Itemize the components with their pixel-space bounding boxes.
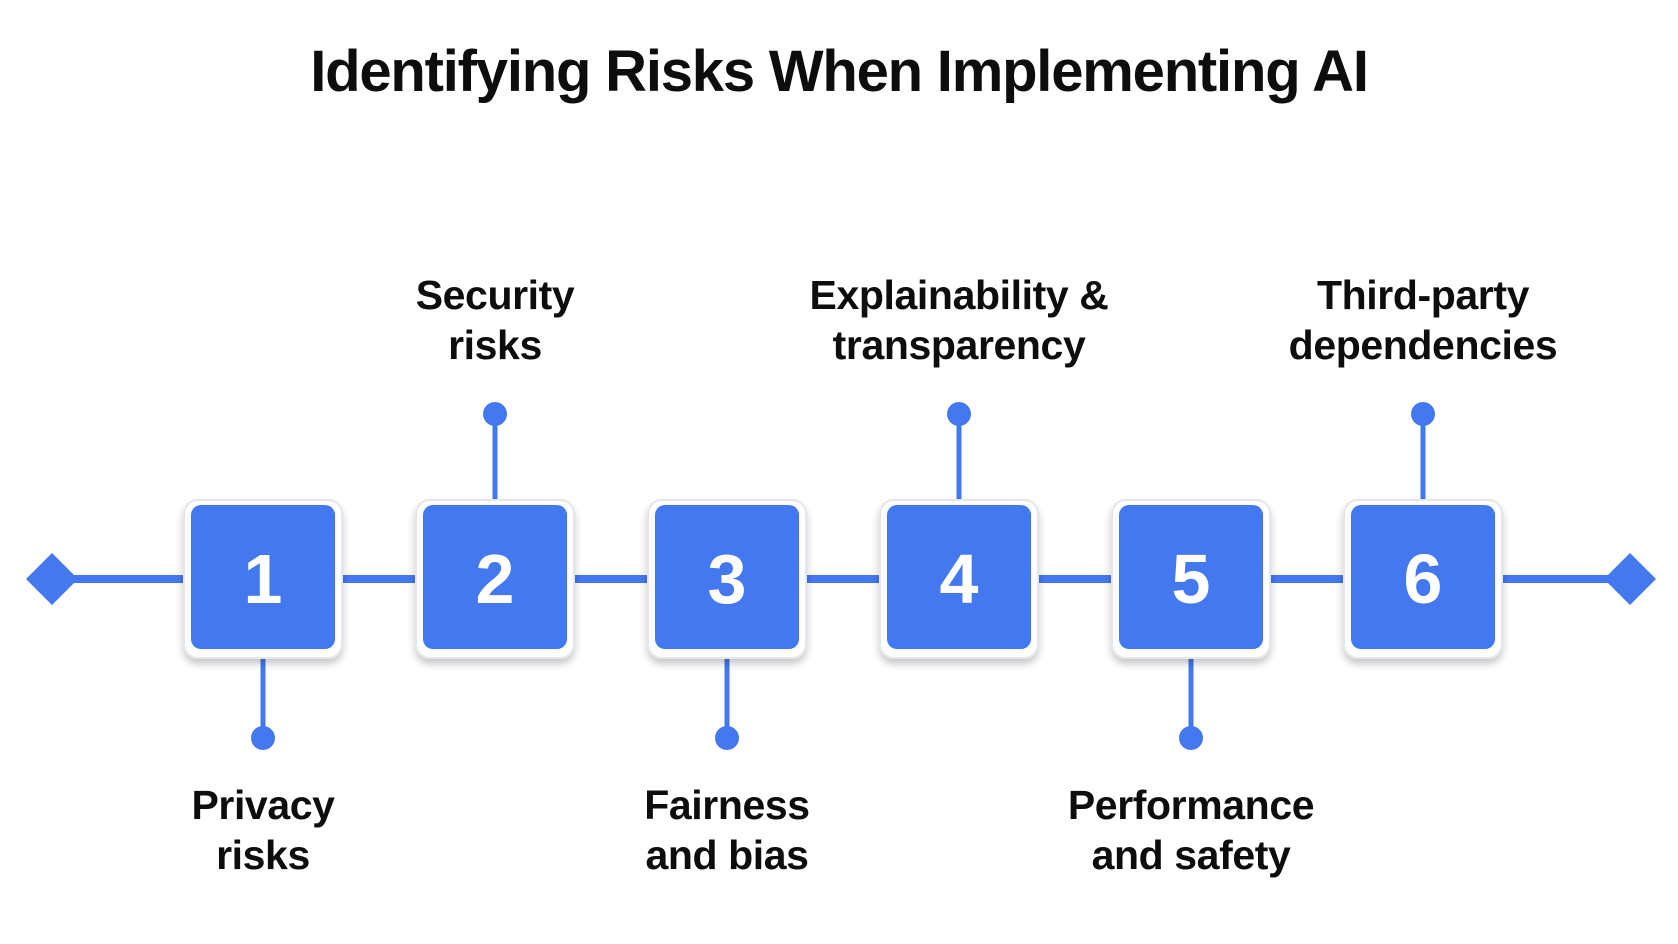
connector-dot-icon — [483, 402, 507, 426]
step-box — [1119, 505, 1263, 649]
step-6: 6 — [1343, 402, 1503, 659]
step-number: 6 — [1404, 540, 1443, 618]
step-number: 4 — [940, 540, 979, 618]
step-box — [191, 505, 335, 649]
timeline-start-diamond-icon — [26, 553, 78, 605]
step-label: Fairness and bias — [644, 782, 810, 878]
connector-dot-icon — [715, 726, 739, 750]
step-box — [1351, 505, 1495, 649]
step-number: 5 — [1172, 540, 1211, 618]
connector-dot-icon — [947, 402, 971, 426]
step-number: 1 — [244, 540, 283, 618]
step-5: 5 — [1111, 499, 1271, 750]
connector-dot-icon — [1411, 402, 1435, 426]
step-2: 2 — [415, 402, 575, 659]
connector-dot-icon — [1179, 726, 1203, 750]
step-1: 1 — [183, 499, 343, 750]
connector-dot-icon — [251, 726, 275, 750]
step-box — [887, 505, 1031, 649]
step-label: Third-party dependencies — [1288, 272, 1558, 368]
step-4: 4 — [879, 402, 1039, 659]
diagram-title: Identifying Risks When Implementing AI — [310, 39, 1369, 104]
step-label: Explainability & transparency — [809, 272, 1109, 368]
step-number: 2 — [476, 540, 515, 618]
step-label: Security risks — [415, 272, 575, 368]
step-box — [655, 505, 799, 649]
step-number: 3 — [708, 540, 747, 618]
step-3: 3 — [647, 499, 807, 750]
step-label: Performance and safety — [1067, 782, 1315, 878]
step-box — [423, 505, 567, 649]
timeline-end-diamond-icon — [1604, 553, 1656, 605]
step-label: Privacy risks — [191, 782, 335, 878]
